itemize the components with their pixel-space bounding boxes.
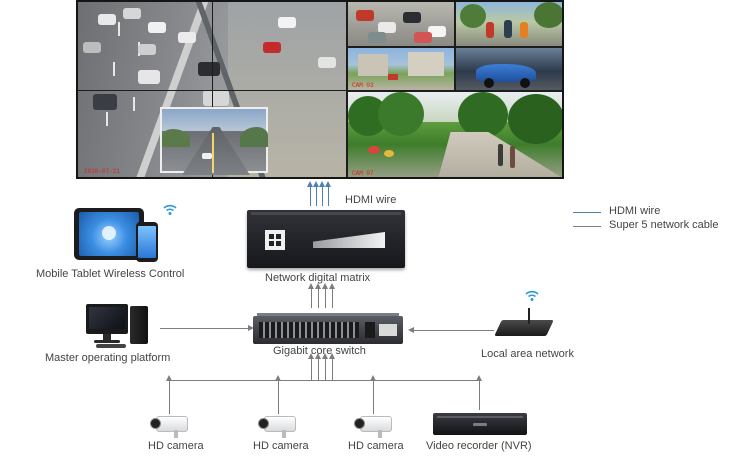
legend: HDMI wire Super 5 network cable	[573, 205, 743, 235]
network-line-nvr	[476, 375, 482, 410]
master-pc-device	[86, 300, 150, 348]
switch-label: Gigabit core switch	[273, 345, 366, 357]
network-arrows-to-switch	[308, 353, 335, 380]
tablet-device	[74, 208, 160, 264]
camera2-label: HD camera	[253, 440, 309, 452]
network-arrows-to-matrix	[308, 283, 335, 308]
legend-hdmi-label: HDMI wire	[609, 205, 661, 217]
wall-tile-sportscar	[456, 48, 562, 90]
legend-network-swatch	[573, 226, 601, 227]
camera3-label: HD camera	[348, 440, 404, 452]
matrix-label: Network digital matrix	[265, 272, 371, 284]
video-wall: 2018-07-21 CAM 03	[76, 0, 564, 179]
legend-hdmi-swatch	[573, 212, 601, 213]
wall-tile-cyclists	[456, 2, 562, 46]
master-label: Master operating platform	[45, 352, 171, 364]
wall-tile-highway-main: 2018-07-21	[78, 2, 346, 177]
wall-tile-park: CAM 07	[348, 92, 562, 177]
network-digital-matrix	[247, 210, 405, 268]
network-line-camera1	[166, 375, 172, 414]
gigabit-core-switch	[253, 313, 403, 344]
tablet-label: Mobile Tablet Wireless Control	[36, 268, 185, 280]
nvr-label: Video recorder (NVR)	[426, 440, 532, 452]
video-recorder-nvr	[433, 413, 527, 435]
lan-label: Local area network	[481, 348, 574, 360]
camera1-label: HD camera	[148, 440, 204, 452]
wifi-icon	[162, 202, 178, 216]
network-line-lan-to-switch	[408, 327, 494, 333]
hd-camera-1	[148, 414, 192, 438]
hd-camera-3	[352, 414, 396, 438]
wall-tile-intersection	[348, 2, 454, 46]
hdmi-arrows-to-wall	[307, 181, 334, 206]
hd-camera-2	[256, 414, 300, 438]
wall-inset-tunnel	[160, 107, 268, 175]
lan-router-device	[494, 308, 554, 342]
network-bus-line	[169, 380, 480, 381]
network-line-pc-to-switch	[160, 325, 254, 331]
wifi-icon	[524, 288, 540, 302]
network-line-camera2	[275, 375, 281, 414]
legend-network-label: Super 5 network cable	[609, 219, 719, 231]
network-line-camera3	[370, 375, 376, 414]
hdmi-wire-label: HDMI wire	[345, 194, 397, 206]
wall-tile-square: CAM 03	[348, 48, 454, 90]
